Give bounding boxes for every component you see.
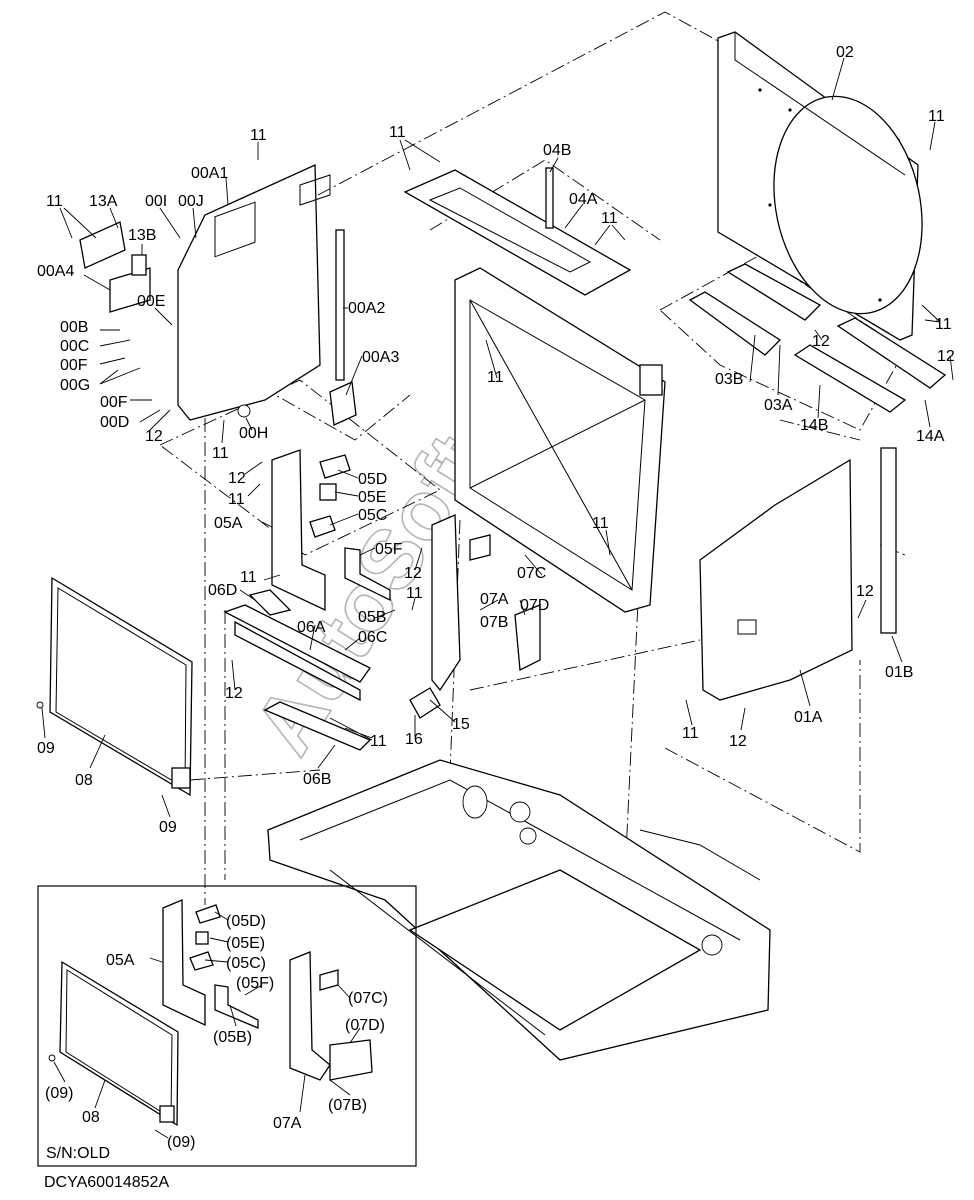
callout-11: 11 (406, 585, 423, 602)
inset-callout-05f: (05F) (236, 975, 274, 992)
callout-03b: 03B (715, 371, 743, 388)
inset-callout-08: 08 (82, 1109, 100, 1126)
callout-04a: 04A (569, 191, 598, 208)
inset-callout-07c: (07C) (348, 990, 388, 1007)
callout-05d: 05D (358, 471, 387, 488)
right-side-panel (699, 447, 897, 701)
callout-15: 15 (452, 716, 470, 733)
callout-14b: 14B (800, 417, 828, 434)
callout-11: 11 (928, 108, 945, 125)
bracket-06 (223, 589, 372, 751)
inset-callout-05b: (05B) (213, 1029, 252, 1046)
inset-box (37, 885, 417, 1167)
callout-06b: 06B (303, 771, 331, 788)
callout-00f: 00F (60, 357, 88, 374)
callout-labels: 02 11 11 04B 04A 11 11 00A1 11 13A 00I 0… (37, 44, 955, 1162)
side-cover (36, 576, 193, 797)
left-side-frame (109, 164, 331, 421)
callout-12: 12 (812, 333, 830, 350)
callout-00a3: 00A3 (362, 349, 399, 366)
callout-11: 11 (389, 124, 406, 141)
callout-13b: 13B (128, 227, 156, 244)
callout-16: 16 (405, 731, 423, 748)
baffles (688, 263, 947, 413)
callout-05f: 05F (375, 541, 403, 558)
callout-05e: 05E (358, 489, 386, 506)
callout-09: 09 (159, 819, 177, 836)
callout-05b: 05B (358, 609, 386, 626)
callout-00a4: 00A4 (37, 263, 74, 280)
callout-12: 12 (145, 428, 163, 445)
top-plate (403, 167, 632, 296)
callout-00a2: 00A2 (348, 300, 385, 317)
inset-callout-09: (09) (45, 1085, 73, 1102)
bracket-05 (271, 449, 391, 612)
inset-callout-05d: (05D) (226, 913, 266, 930)
callout-12: 12 (729, 733, 747, 750)
callout-01a: 01A (794, 709, 823, 726)
callout-06a: 06A (297, 619, 326, 636)
callout-11: 11 (228, 491, 245, 508)
callout-12: 12 (225, 685, 243, 702)
leader-lines (41, 57, 954, 1139)
inset-callout-05c: (05C) (226, 955, 266, 972)
callout-11: 11 (240, 569, 257, 586)
callout-05a: 05A (214, 515, 243, 532)
inset-callout-07a: 07A (273, 1115, 302, 1132)
callout-11: 11 (46, 193, 63, 210)
callout-00h: 00H (239, 425, 268, 442)
callout-06c: 06C (358, 629, 387, 646)
inset-callout-05a: 05A (106, 952, 135, 969)
callout-12: 12 (856, 583, 874, 600)
callout-00b: 00B (60, 319, 88, 336)
callout-11: 11 (212, 445, 229, 462)
callout-12: 12 (937, 348, 955, 365)
machine-frame (267, 759, 771, 1061)
callout-12: 12 (228, 470, 246, 487)
inset-callout-05e: (05E) (226, 935, 265, 952)
fan-shroud (717, 31, 923, 341)
callout-07b: 07B (480, 614, 508, 631)
callout-14a: 14A (916, 428, 945, 445)
callout-07d: 07D (520, 597, 549, 614)
left-small-parts (79, 221, 357, 426)
callout-11: 11 (935, 316, 952, 333)
callout-07c: 07C (517, 565, 546, 582)
callout-11: 11 (250, 127, 267, 144)
callout-00f: 00F (100, 394, 128, 411)
callout-03a: 03A (764, 397, 793, 414)
inset-caption: S/N:OLD (46, 1145, 110, 1162)
callout-01b: 01B (885, 664, 913, 681)
callout-11: 11 (370, 733, 387, 750)
callout-06d: 06D (208, 582, 237, 599)
callout-11: 11 (487, 369, 504, 386)
drawing-code: DCYA60014852A (44, 1174, 170, 1191)
inset-callout-07b: (07B) (328, 1097, 367, 1114)
callout-11: 11 (592, 515, 609, 532)
inset-callout-07d: (07D) (345, 1017, 385, 1034)
callout-09: 09 (37, 740, 55, 757)
callout-11: 11 (601, 210, 618, 227)
callout-00c: 00C (60, 338, 89, 355)
callout-13a: 13A (89, 193, 118, 210)
callout-11: 11 (682, 725, 699, 742)
callout-04b: 04B (543, 142, 571, 159)
callout-00i: 00I (145, 193, 167, 210)
callout-00e: 00E (137, 293, 165, 310)
callout-02: 02 (836, 44, 854, 61)
bracket-07 (409, 514, 541, 719)
radiator (454, 267, 666, 613)
callout-08: 08 (75, 772, 93, 789)
callout-00j: 00J (178, 193, 204, 210)
callout-00a1: 00A1 (191, 165, 228, 182)
callout-12: 12 (404, 565, 422, 582)
callout-00g: 00G (60, 377, 90, 394)
inset-callout-09: (09) (167, 1134, 195, 1151)
callout-05c: 05C (358, 507, 387, 524)
callout-07a: 07A (480, 591, 509, 608)
callout-00d: 00D (100, 414, 129, 431)
